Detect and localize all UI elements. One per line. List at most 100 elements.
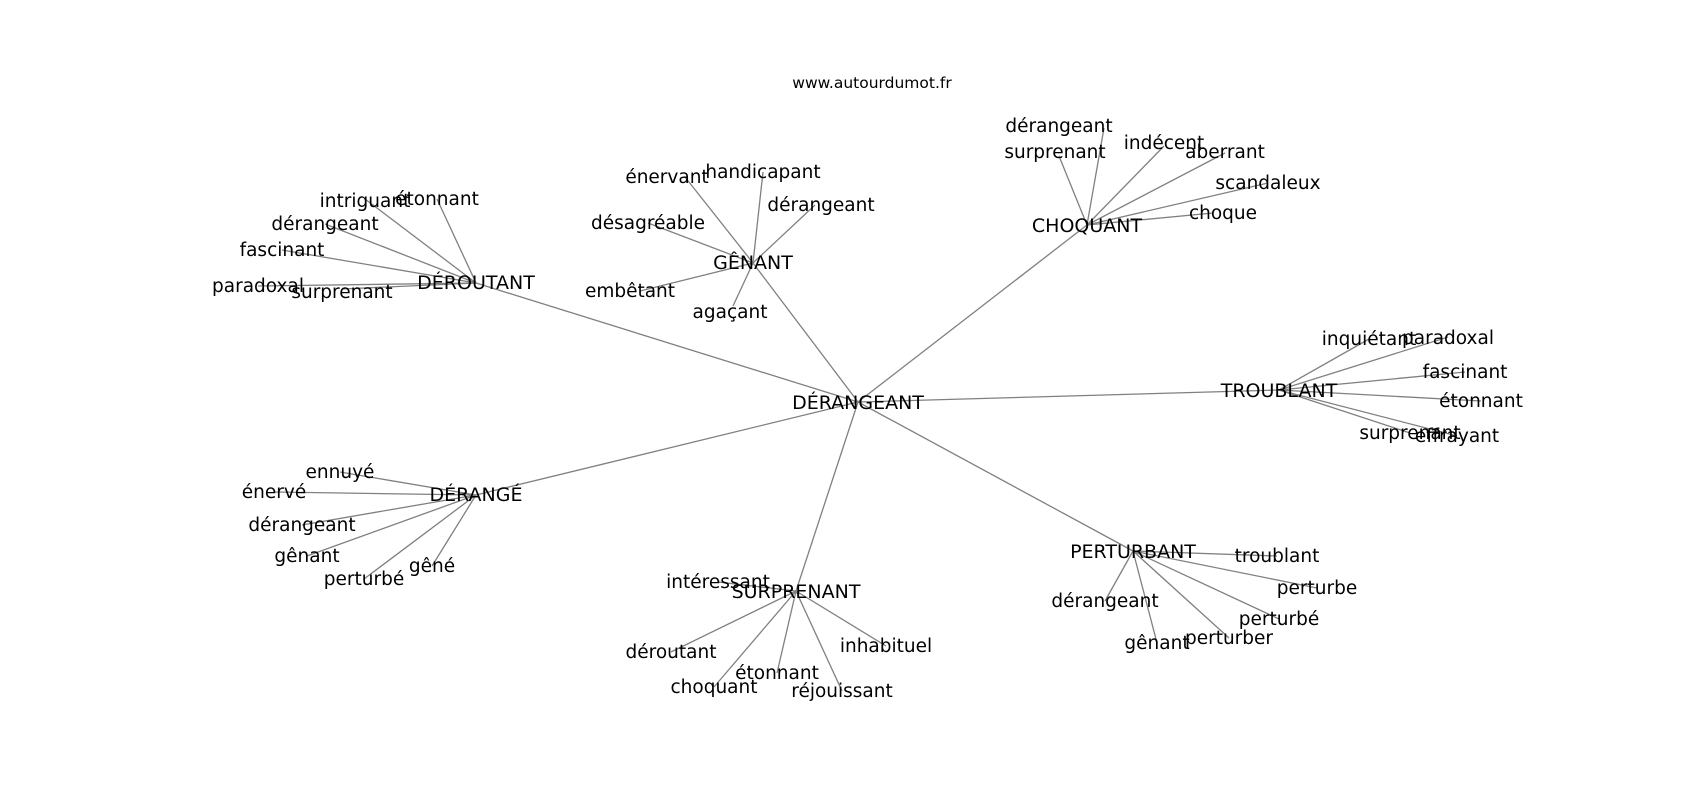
edge-hub-leaf: [1086, 127, 1105, 226]
edge-hub-leaf: [1132, 550, 1158, 644]
edge-hub-leaf: [1278, 338, 1370, 391]
edge-hub-leaf: [776, 590, 797, 674]
edge-hub-leaf: [431, 494, 477, 567]
edge-hub-leaf: [301, 494, 477, 526]
edge-root-hub: [475, 282, 859, 403]
edge-hub-leaf: [752, 171, 764, 264]
edge-hub-leaf: [1086, 145, 1165, 226]
edge-hub-leaf: [752, 204, 816, 264]
edge-hub-leaf: [1278, 336, 1449, 391]
leaf-node: étonnant: [735, 663, 819, 684]
leaf-node: perturber: [1185, 628, 1273, 649]
edge-hub-leaf: [713, 590, 797, 688]
leaf-node: dérangeant: [1051, 591, 1158, 612]
leaf-node: gênant: [274, 546, 339, 567]
edge-hub-leaf: [1058, 155, 1088, 226]
leaf-node: embêtant: [585, 281, 675, 302]
root-node: DÉRANGEANT: [792, 391, 924, 414]
edge-hub-leaf: [1086, 182, 1269, 226]
leaf-node: choque: [1189, 203, 1257, 224]
edge-hub-leaf: [341, 282, 477, 290]
edge-hub-leaf: [281, 249, 477, 284]
leaf-node: fascinant: [1423, 362, 1508, 383]
leaf-node: paradoxal: [1402, 328, 1494, 349]
leaf-node: inquiétant: [1322, 329, 1416, 350]
edge-hub-leaf: [1278, 389, 1458, 437]
edge-hub-leaf: [732, 262, 754, 307]
edge-hub-leaf: [1132, 550, 1278, 557]
edge-hub-leaf: [1132, 550, 1318, 589]
leaf-node: déroutant: [626, 642, 717, 663]
leaf-node: perturbé: [1239, 609, 1319, 630]
edge-hub-leaf: [1086, 152, 1226, 226]
leaf-node: énervant: [625, 167, 708, 188]
edge-hub-leaf: [1278, 371, 1466, 391]
edge-hub-leaf: [1132, 550, 1280, 620]
leaf-node: étonnant: [395, 189, 479, 210]
leaf-node: handicapant: [705, 162, 820, 183]
hub-node: GÊNANT: [713, 251, 793, 274]
leaf-node: dérangeant: [767, 195, 874, 216]
edge-hub-leaf: [364, 198, 477, 284]
edge-hub-leaf: [717, 581, 797, 592]
leaf-node: étonnant: [1439, 391, 1523, 412]
leaf-node: aberrant: [1185, 142, 1265, 163]
edge-hub-leaf: [273, 491, 477, 496]
leaf-node: dérangeant: [271, 214, 378, 235]
edge-hub-leaf: [436, 198, 477, 284]
edge-hub-leaf: [339, 471, 477, 496]
edge-hub-leaf: [363, 494, 477, 580]
edge-hub-leaf: [1278, 389, 1411, 434]
leaf-node: indécent: [1124, 133, 1205, 154]
hub-node: DÉROUTANT: [417, 271, 535, 294]
edge-hub-leaf: [1132, 550, 1230, 639]
edge-hub-leaf: [1086, 212, 1214, 226]
edge-root-hub: [475, 401, 859, 496]
leaf-node: gênant: [1124, 633, 1189, 654]
edge-hub-leaf: [670, 590, 797, 653]
leaf-node: effrayant: [1415, 426, 1499, 447]
leaf-node: intriguant: [320, 191, 411, 212]
leaf-node: perturbe: [1277, 578, 1357, 599]
edge-root-hub: [752, 262, 859, 403]
graph-edges: [257, 127, 1482, 692]
hub-node: CHOQUANT: [1032, 215, 1143, 237]
leaf-node: surprenant: [1004, 142, 1105, 163]
leaf-node: surprenant: [1359, 423, 1460, 444]
leaf-node: dérangeant: [248, 515, 355, 536]
leaf-node: énervé: [242, 482, 306, 503]
leaf-node: troublant: [1235, 546, 1320, 567]
leaf-node: intéressant: [666, 572, 770, 593]
hub-node: DÉRANGÉ: [429, 483, 522, 506]
hub-node: SURPRENANT: [732, 581, 861, 603]
source-label: www.autourdumot.fr: [792, 74, 952, 92]
leaf-node: choquant: [671, 677, 758, 698]
leaf-node: inhabituel: [840, 636, 932, 657]
edge-hub-leaf: [1278, 389, 1482, 402]
edge-hub-leaf: [1104, 550, 1134, 602]
leaf-node: réjouissant: [791, 681, 893, 702]
hub-node: TROUBLANT: [1220, 380, 1338, 402]
edge-root-hub: [857, 401, 1134, 552]
leaf-node: désagréable: [591, 213, 705, 234]
edge-root-hub: [857, 389, 1280, 403]
leaf-node: ennuyé: [306, 462, 375, 483]
leaf-node: scandaleux: [1215, 173, 1320, 194]
leaf-node: surprenant: [291, 282, 392, 303]
edge-hub-leaf: [324, 223, 477, 284]
leaf-node: agaçant: [693, 302, 768, 323]
leaf-node: gêné: [409, 556, 455, 577]
edge-hub-leaf: [257, 282, 477, 287]
edge-hub-leaf: [306, 494, 477, 557]
leaf-node: paradoxal: [212, 276, 304, 297]
leaf-node: fascinant: [240, 240, 325, 261]
edge-hub-leaf: [647, 222, 754, 264]
edge-hub-leaf: [684, 176, 754, 264]
edge-root-hub: [857, 224, 1088, 403]
hub-node: PERTURBANT: [1070, 541, 1196, 563]
graph-nodes: DÉRANGEANTDÉROUTANTintriguantétonnantdér…: [212, 116, 1523, 702]
edge-hub-leaf: [795, 590, 843, 692]
leaf-node: dérangeant: [1005, 116, 1112, 137]
leaf-node: perturbé: [324, 569, 404, 590]
